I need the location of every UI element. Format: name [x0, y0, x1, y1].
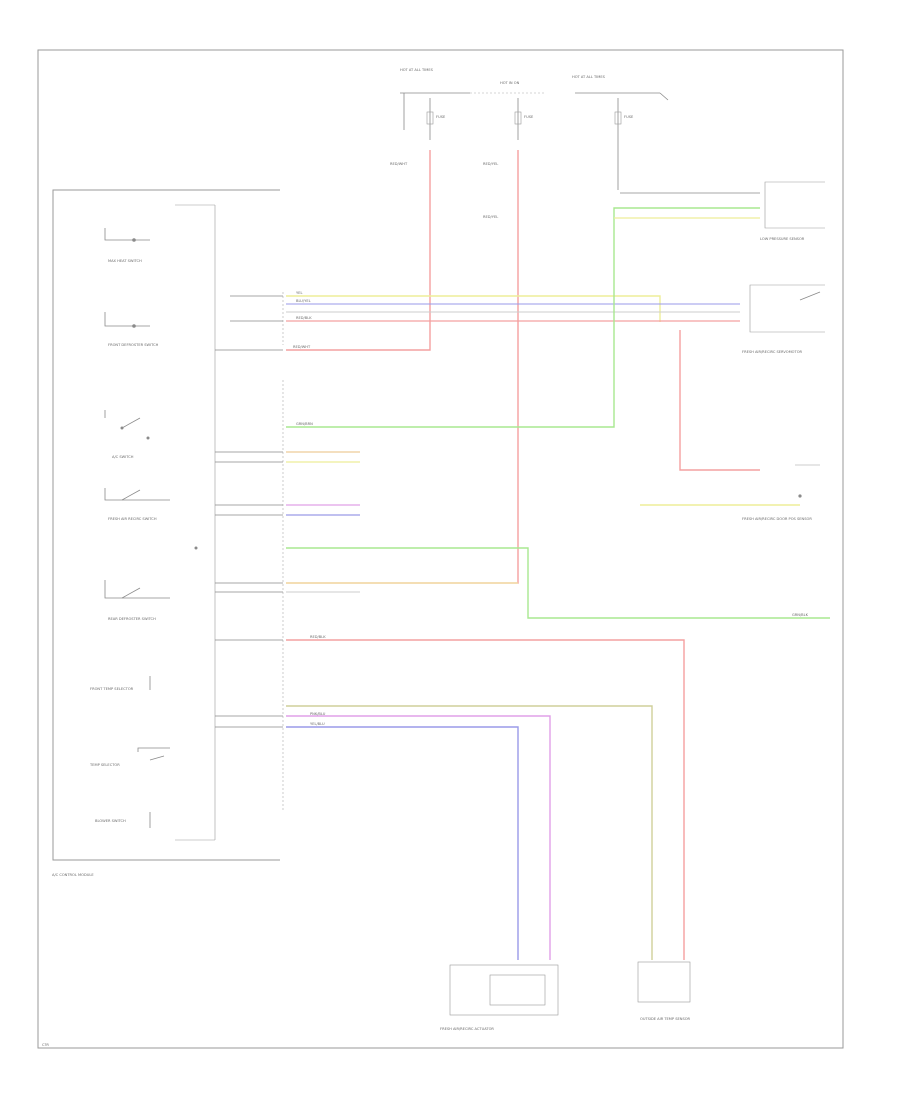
wire-yellow-1 [286, 295, 661, 322]
svg-text:RED/YEL: RED/YEL [483, 162, 498, 166]
svg-text:RED/BLK: RED/BLK [296, 316, 312, 320]
fresh-air-recirc-servomotor: FRESH AIR/RECIRC SERVOMOTOR [742, 284, 825, 354]
svg-text:BLOWER SWITCH: BLOWER SWITCH [95, 819, 126, 823]
front-defroster-switch: FRONT DEFROSTER SWITCH [104, 312, 159, 347]
outside-air-temp-sensor: OUTSIDE AIR TEMP SENSOR [637, 961, 691, 1021]
svg-text:FUSE: FUSE [436, 115, 446, 119]
front-temp-selector: FRONT TEMP SELECTOR [90, 676, 151, 691]
wire-red-4 [679, 330, 760, 471]
svg-text:FUSE: FUSE [524, 115, 534, 119]
ac-switch: A/C SWITCH [104, 410, 150, 459]
module-outline [52, 189, 280, 861]
wire-blue-3 [286, 726, 519, 960]
max-heat-switch: MAX HEAT SWITCH [104, 228, 150, 263]
svg-text:YEL: YEL [296, 291, 302, 295]
ground-point [194, 546, 198, 550]
fresh-air-recirc-switch: FRESH AIR RECIRC SWITCH [104, 488, 170, 521]
svg-text:A/C SWITCH: A/C SWITCH [112, 455, 134, 459]
fuse-box-1: HOT AT ALL TIMES FUSE [400, 68, 470, 140]
svg-text:GRN/BRN: GRN/BRN [296, 422, 313, 426]
svg-text:RED/BLK: RED/BLK [310, 635, 326, 639]
svg-text:RED/YEL: RED/YEL [483, 215, 498, 219]
ac-control-module: A/C CONTROL MODULE MAX HEAT SWITCH FRONT… [52, 189, 280, 877]
svg-text:RED/WHT: RED/WHT [293, 345, 311, 349]
page-footer: C?R [42, 1043, 49, 1047]
wire-red-5 [286, 639, 685, 960]
svg-text:PNK/BLU: PNK/BLU [310, 712, 326, 716]
svg-text:FRESH AIR/RECIRC DOOR POS SENS: FRESH AIR/RECIRC DOOR POS SENSOR [742, 517, 812, 521]
svg-text:TEMP SELECTOR: TEMP SELECTOR [89, 763, 120, 767]
fuse-box-2: HOT IN ON FUSE [470, 81, 545, 140]
svg-text:FRONT DEFROSTER SWITCH: FRONT DEFROSTER SWITCH [108, 343, 159, 347]
svg-text:HOT IN ON: HOT IN ON [500, 81, 520, 85]
svg-text:BLU/YEL: BLU/YEL [296, 299, 311, 303]
low-pressure-sensor: LOW PRESSURE SENSOR [614, 181, 825, 241]
fresh-air-recirc-door-pos-sensor: FRESH AIR/RECIRC DOOR POS SENSOR [742, 464, 820, 521]
wire-red-1 [286, 150, 431, 351]
svg-text:HOT AT ALL TIMES: HOT AT ALL TIMES [400, 68, 434, 72]
svg-text:FRESH AIR RECIRC SWITCH: FRESH AIR RECIRC SWITCH [108, 517, 157, 521]
wire-pink-1 [286, 715, 551, 960]
svg-text:FRESH AIR/RECIRC SERVOMOTOR: FRESH AIR/RECIRC SERVOMOTOR [742, 350, 803, 354]
svg-text:FUSE: FUSE [624, 115, 634, 119]
module-label: A/C CONTROL MODULE [52, 873, 94, 877]
wire-olive-1 [286, 705, 653, 960]
svg-text:GRN/BLK: GRN/BLK [792, 613, 809, 617]
wire-green-2 [286, 547, 830, 619]
fuse-box-3: HOT AT ALL TIMES FUSE [572, 75, 669, 190]
svg-text:RED/WHT: RED/WHT [390, 162, 408, 166]
wire-green-1 [286, 207, 760, 428]
blower-switch: BLOWER SWITCH [95, 812, 151, 828]
rear-defroster-switch: REAR DEFROSTER SWITCH [104, 580, 170, 621]
svg-text:OUTSIDE AIR TEMP SENSOR: OUTSIDE AIR TEMP SENSOR [640, 1017, 691, 1021]
fresh-air-recirc-actuator: FRESH AIR/RECIRC ACTUATOR [440, 964, 559, 1031]
svg-text:HOT AT ALL TIMES: HOT AT ALL TIMES [572, 75, 606, 79]
svg-text:FRONT TEMP SELECTOR: FRONT TEMP SELECTOR [90, 687, 134, 691]
svg-text:LOW PRESSURE SENSOR: LOW PRESSURE SENSOR [760, 237, 805, 241]
svg-text:FRESH AIR/RECIRC ACTUATOR: FRESH AIR/RECIRC ACTUATOR [440, 1027, 494, 1031]
svg-text:MAX HEAT SWITCH: MAX HEAT SWITCH [108, 259, 142, 263]
svg-text:REAR DEFROSTER SWITCH: REAR DEFROSTER SWITCH [108, 617, 156, 621]
temp-selector: TEMP SELECTOR [89, 747, 170, 767]
page-frame [37, 49, 844, 1049]
svg-text:YEL/BLU: YEL/BLU [310, 722, 325, 726]
